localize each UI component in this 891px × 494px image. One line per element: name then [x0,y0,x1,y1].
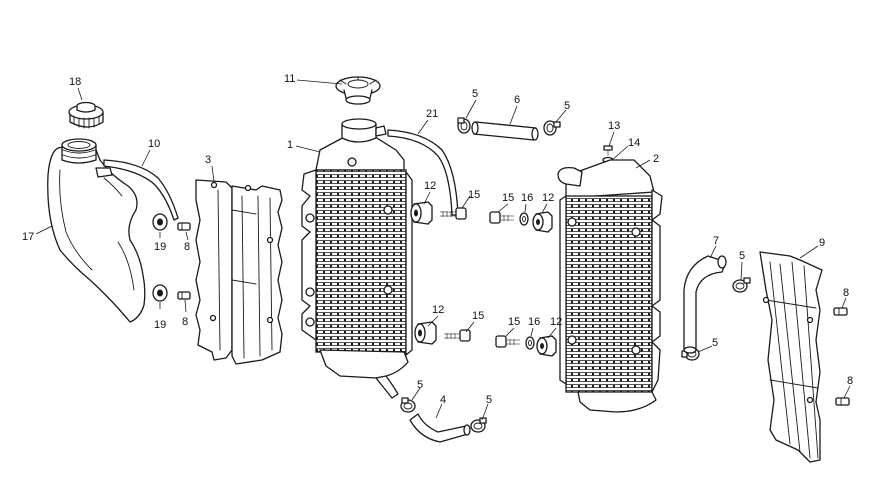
part-grommet-upper [152,213,168,231]
part-radiator-right [557,159,663,413]
callout-4: 4 [440,394,446,406]
callout-19-upper: 19 [154,241,166,253]
callout-8-right-lower: 8 [847,375,853,387]
part-clamp-b [543,120,561,136]
callout-5-d: 5 [712,337,718,349]
part-washer-b [525,336,535,350]
part-pin-right-lower [835,397,850,406]
part-pin-right-upper [833,307,848,316]
callout-17: 17 [22,231,34,243]
callout-labels: 18 10 17 3 19 19 8 8 11 1 21 12 15 12 15… [22,73,853,406]
part-hose-lower [409,413,471,443]
part-tank-cap [68,101,104,129]
part-grommet-lower [152,284,168,302]
callout-16-b: 16 [528,316,540,328]
part-expansion-tank [47,138,146,323]
part-right-shroud [759,251,823,463]
part-overflow-hose [103,159,179,221]
part-screw-small [603,145,613,156]
part-clamp-c [732,277,751,293]
callout-8-left-upper: 8 [184,241,190,253]
callout-12-a: 12 [424,180,436,192]
callout-12-b: 12 [432,304,444,316]
part-left-shroud [195,179,283,365]
callout-14: 14 [628,137,640,149]
callout-8-left-lower: 8 [182,316,188,328]
leader-lines [35,79,851,421]
part-bolt-c [489,211,514,224]
callout-12-d: 12 [550,316,562,328]
callout-13: 13 [608,120,620,132]
callout-21: 21 [426,108,438,120]
part-bushing-c [532,211,553,233]
callout-15-b: 15 [472,310,484,322]
part-clamp-f [470,417,487,433]
callout-6: 6 [514,94,520,106]
callout-10: 10 [148,138,160,150]
part-bushing-d [536,335,557,357]
part-washer-a [519,212,529,226]
callout-9: 9 [819,237,825,249]
callout-15-c: 15 [502,192,514,204]
callout-11: 11 [284,73,295,85]
part-pin-left-upper [177,222,191,231]
part-radiator-cap [335,76,381,105]
part-hose-long [387,129,459,216]
part-hose-curved [683,255,727,354]
callout-5-b: 5 [564,100,570,112]
callout-18: 18 [69,76,81,88]
callout-5-e: 5 [417,379,423,391]
callout-5-c: 5 [739,250,745,262]
callout-5-a: 5 [472,88,478,100]
part-radiator-left [301,118,413,399]
callout-15-a: 15 [468,189,480,201]
part-clamp-a [457,117,471,134]
callout-16-a: 16 [521,192,533,204]
callout-8-right-upper: 8 [843,287,849,299]
part-clamp-e [400,397,416,413]
callout-1: 1 [287,139,293,151]
part-hose-short [471,121,539,141]
callout-3: 3 [205,154,211,166]
part-bolt-d [495,335,520,348]
callout-15-d: 15 [508,316,520,328]
callout-2: 2 [653,153,659,165]
callout-7: 7 [713,235,719,247]
part-bushing-a [410,201,433,225]
part-pin-left-lower [177,291,191,300]
callout-5-f: 5 [486,394,492,406]
callout-12-c: 12 [542,192,554,204]
part-bolt-b [444,329,471,342]
callout-19-lower: 19 [154,319,166,331]
part-bolt-a [440,207,467,220]
part-bushing-b [414,321,437,345]
